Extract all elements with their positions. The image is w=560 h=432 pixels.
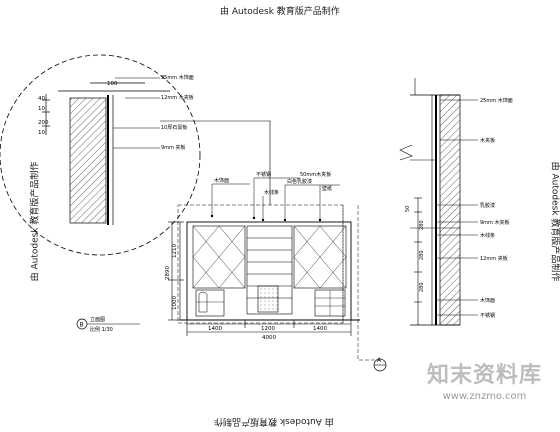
elevation-title-1: 立面图 [90,316,105,323]
elev-label-4: 白色乳胶漆 [287,178,312,185]
section-marker-letter: A [377,357,382,364]
elev-label-3: 木线条 [264,189,279,196]
section-note-4: 9mm 木夹板 [480,219,510,226]
detail-circle [0,54,201,256]
section-note-2: 木夹板 [480,137,495,144]
section-note-5: 木线条 [480,232,495,239]
elevation-title-2: 比例 1/30 [90,326,113,333]
elevation-marker-letter: B [80,322,84,329]
detail-note-1: 25mm 木饰面 [161,74,194,81]
elev-dim-1000: 1000 [172,296,178,310]
section-note-7: 木饰面 [480,297,495,304]
elev-dim-1200: 1200 [261,326,275,332]
detail-dim-40: 40 [38,96,45,102]
elev-dim-total: 4000 [262,335,276,341]
elev-label-6: 50mm木夹板 [300,171,331,178]
section-note-8: 不锈钢 [480,312,495,319]
elev-label-5: 壁纸 [322,185,332,192]
elevation-drawing [168,177,360,336]
site-logo: 知末资料库 www.znzmo.com [427,357,542,402]
section-dim-3: 280 [419,250,425,260]
detail-dim-10: 10 [38,106,45,112]
elev-label-2: 不锈钢 [256,171,271,178]
detail-note-2: 12mm 木夹板 [161,94,194,101]
elev-dim-1400a: 1400 [208,326,222,332]
section-note-1: 25mm 木饰面 [480,97,513,104]
elev-dim-1400b: 1400 [313,326,327,332]
elev-dim-1210: 1210 [172,244,178,258]
detail-note-3: 10厚石膏板 [161,124,187,131]
section-note-6: 12mm 夹板 [480,255,508,262]
section-dim-2: 280 [419,220,425,230]
section-dim-1: 50 [405,206,411,212]
section-dim-4: 280 [419,282,425,292]
detail-dim-200: 200 [38,120,49,126]
elev-label-1: 木饰面 [214,177,229,184]
section-note-3: 乳胶漆 [480,202,495,209]
logo-url: www.znzmo.com [442,391,527,402]
detail-note-4: 9mm 夹板 [161,144,186,151]
detail-dim-100: 100 [107,81,118,87]
logo-text: 知末资料库 [426,363,542,388]
watermark-top: 由 Autodesk 教育版产品制作 [220,7,340,17]
elev-dim-2890: 2890 [165,266,171,280]
section-drawing [357,78,478,372]
detail-leader-line [160,120,271,205]
detail-dim-10b: 10 [38,130,45,136]
